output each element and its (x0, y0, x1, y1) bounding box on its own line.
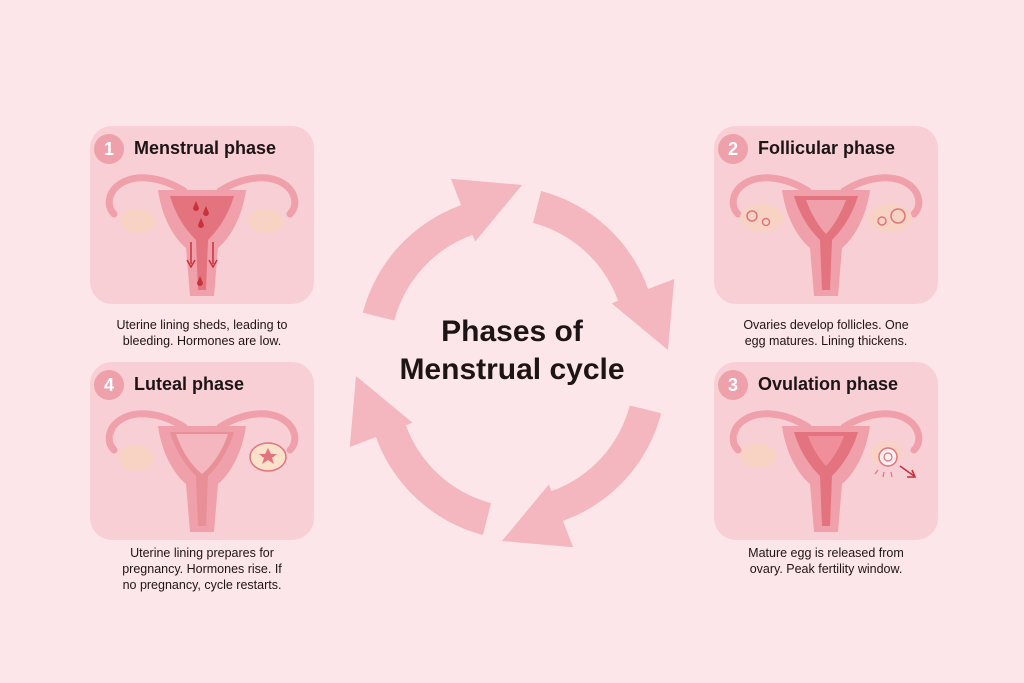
uterus-bleeding-icon (105, 174, 299, 296)
phase-title: Luteal phase (134, 374, 245, 394)
description-line: ovary. Peak fertility window. (749, 562, 903, 576)
diagram-title-line-1: Phases of (441, 315, 583, 348)
description-line: Uterine lining prepares for (130, 546, 274, 560)
phase-description-follicular: Ovaries develop follicles. One egg matur… (706, 317, 946, 349)
uterus-corpus-luteum-icon (105, 410, 299, 532)
phase-title: Ovulation phase (758, 374, 899, 394)
description-line: pregnancy. Hormones rise. If (122, 562, 282, 576)
phase-number-badge: 4 (94, 370, 124, 400)
phase-number-badge: 1 (94, 134, 124, 164)
description-line: egg matures. Lining thickens. (744, 334, 908, 348)
phase-card-menstrual: 1 Menstrual phase (90, 126, 314, 304)
diagram-title: Phases of Menstrual cycle (362, 313, 662, 389)
phase-card-luteal: 4 Luteal phase (90, 362, 314, 540)
diagram-title-line-2: Menstrual cycle (399, 353, 625, 386)
cycle-arrow-top-right (533, 191, 675, 350)
phase-number-badge: 2 (718, 134, 748, 164)
cycle-arrow-bottom-right (502, 405, 662, 548)
phase-card-follicular: 2 Follicular phase (714, 126, 938, 304)
description-line: Ovaries develop follicles. One (743, 318, 909, 332)
uterus-egg-release-icon (729, 410, 923, 532)
phase-description-ovulation: Mature egg is released from ovary. Peak … (706, 545, 946, 577)
phase-title: Follicular phase (758, 138, 896, 158)
description-line: bleeding. Hormones are low. (122, 334, 282, 348)
phase-description-menstrual: Uterine lining sheds, leading to bleedin… (82, 317, 322, 349)
cycle-arrow-top-left (362, 178, 522, 321)
uterus-follicles-icon (729, 174, 923, 296)
phase-description-luteal: Uterine lining prepares for pregnancy. H… (82, 545, 322, 593)
description-line: Mature egg is released from (748, 546, 904, 560)
phase-card-ovulation: 3 Ovulation phase (714, 362, 938, 540)
description-line: no pregnancy, cycle restarts. (122, 578, 282, 592)
phase-title: Menstrual phase (134, 138, 277, 158)
cycle-arrow-bottom-left (349, 376, 491, 535)
description-line: Uterine lining sheds, leading to (116, 318, 288, 332)
phase-number-badge: 3 (718, 370, 748, 400)
